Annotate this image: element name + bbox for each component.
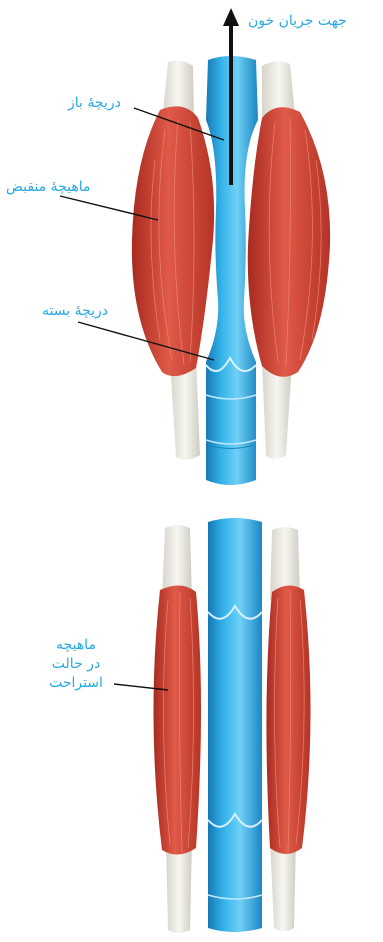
flow-arrow-head [223, 8, 239, 26]
open-valve-label: دریچهٔ باز [68, 94, 121, 112]
top-panel [132, 8, 330, 485]
relaxed-muscle-label-line1: ماهیچه [40, 636, 112, 655]
left-contracted-muscle [132, 106, 214, 376]
relaxed-muscle-label-line3: استراحت [40, 674, 112, 693]
contracted-muscle-label: ماهیچهٔ منقبض [6, 178, 91, 196]
relaxed-muscle-label-line2: در حالت [40, 655, 112, 674]
bottom-panel [153, 518, 310, 933]
relaxed-muscle-label: ماهیچه در حالت استراحت [40, 636, 112, 693]
vein-bottom [208, 518, 262, 932]
flow-direction-label: جهت جریان خون [248, 12, 347, 30]
right-contracted-muscle [248, 107, 330, 377]
closed-valve-label: دریچهٔ بسته [42, 302, 108, 320]
